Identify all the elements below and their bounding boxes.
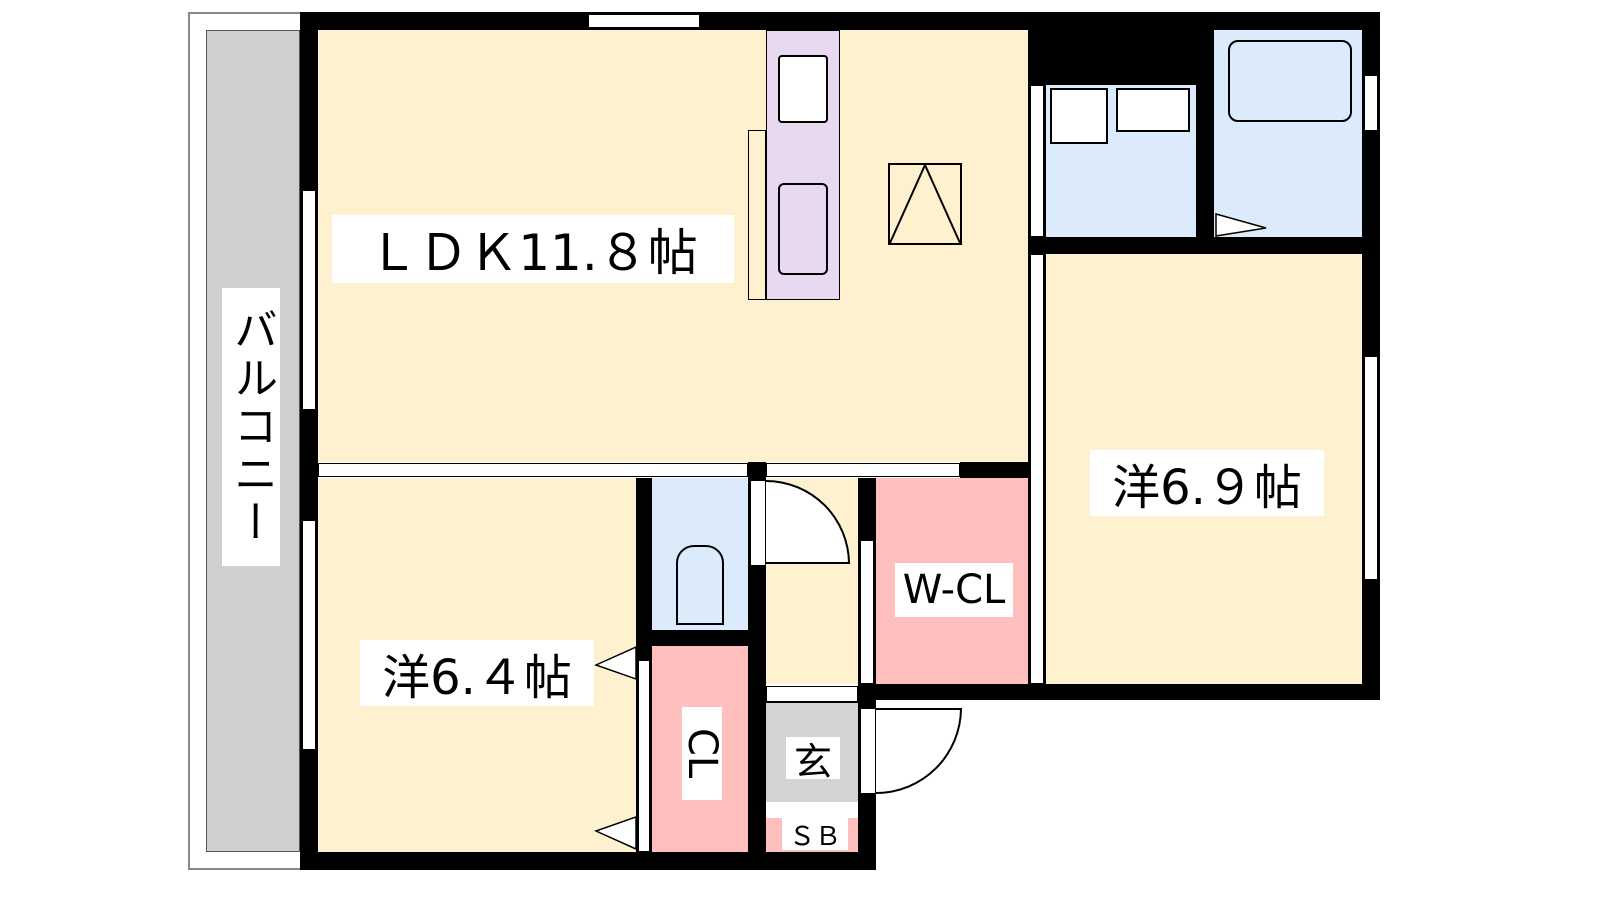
sliding-door-ldk[interactable] [318,463,748,477]
window-bath [1364,75,1378,131]
bath-door-arrow [1215,213,1267,237]
toilet-icon [676,545,724,625]
sliding-door-washroom[interactable] [1030,85,1044,237]
wall [960,462,1046,478]
wall [858,684,1380,700]
shoebox-frame [766,686,858,702]
closet-label: CL [679,707,725,800]
window-left-lower [302,520,316,750]
western-right-label: 洋6.９帖 [1090,450,1324,516]
window-right [1364,356,1378,580]
entrance-door-swing [876,708,962,794]
sliding-door-wcl[interactable] [860,540,874,684]
counter-edge [748,130,766,300]
stove-icon [778,55,828,123]
fridge-triangle-icon [889,163,961,244]
closet-door-arrows [594,645,637,851]
sliding-door-hall[interactable] [766,463,960,477]
balcony-label: バルコニー [222,288,280,566]
washbasin-icon [1116,88,1190,132]
toilet-room [652,478,748,630]
entrance-door[interactable] [860,708,876,794]
sink-icon [778,183,828,275]
ldk-label: ＬＤＫ11.８帖 [332,215,734,283]
washing-machine-icon [1050,88,1108,144]
wall [1196,85,1214,237]
sliding-door-bedroom[interactable] [1030,254,1044,684]
window-left-upper [302,190,316,410]
wall [652,630,748,646]
wall [300,12,1380,30]
walk-in-closet-label: W-CL [895,563,1013,617]
western-left-label: 洋6.４帖 [360,640,594,706]
bathtub-icon [1228,40,1352,122]
entrance-label: 玄 [786,737,840,784]
shoe-box-label: ＳＢ [782,818,848,852]
toilet-door[interactable] [750,480,766,566]
wall [300,852,876,870]
bathroom [1214,30,1362,237]
window-top [588,14,700,28]
closet-doors[interactable] [638,660,650,852]
